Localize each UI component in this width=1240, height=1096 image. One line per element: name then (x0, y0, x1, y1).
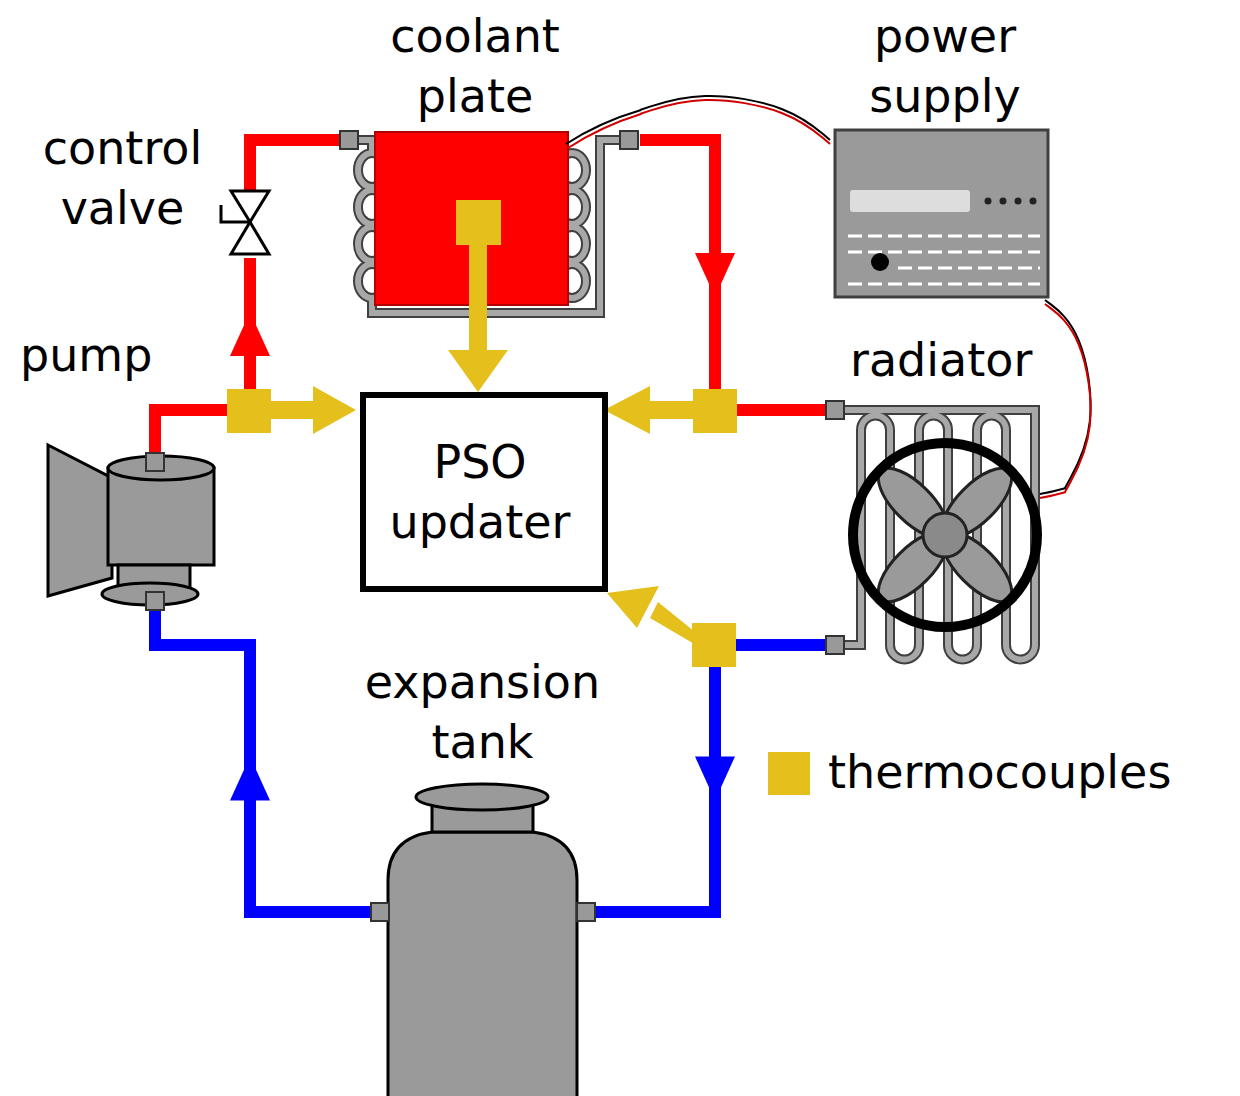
radiator: radiator (835, 330, 1065, 650)
tank-drawing (352, 784, 613, 1096)
pump-drawing (108, 468, 214, 565)
power-supply-drawing (850, 190, 970, 212)
thermocouple-signal (604, 386, 650, 434)
tank-drawing (388, 832, 577, 1096)
node-label: radiator (850, 330, 1060, 390)
power-wire-stub (1040, 488, 1066, 498)
pipe-line (612, 645, 835, 912)
pipe-connector (620, 131, 638, 149)
thermocouple-signal (607, 586, 659, 628)
flow-arrowhead (230, 312, 270, 356)
wire-line (640, 100, 830, 144)
thermocouple-signal (650, 602, 708, 652)
thermocouple-stem (469, 243, 487, 321)
coolant-pipe (612, 645, 835, 912)
power-wire-stub (568, 114, 641, 148)
signal-arrowhead (448, 350, 508, 392)
node-label: coolant plate (355, 6, 595, 126)
power-supply: power supply (830, 2, 1062, 302)
power-wire (640, 96, 830, 144)
coolant-pipe (640, 140, 835, 410)
fan (923, 513, 967, 557)
valve-symbol (231, 191, 269, 222)
thermocouple-signal (313, 386, 356, 434)
valve-symbol (221, 205, 250, 222)
power-supply-drawing (898, 267, 1040, 270)
tank-drawing (352, 906, 372, 918)
coolant-plate: coolant plate (355, 2, 640, 320)
control-valve: control valve (20, 118, 275, 258)
power-wire (1045, 300, 1091, 492)
fan (853, 443, 1037, 627)
thermocouple-signal (227, 386, 737, 667)
power-wire-stub (566, 110, 641, 144)
thermocouple-signal (648, 401, 694, 419)
pipe-connector (146, 453, 164, 471)
pipe-connector (146, 592, 164, 610)
pump-drawing (48, 410, 222, 612)
pump: pump (15, 325, 220, 610)
fan (853, 443, 1037, 627)
signal-line (469, 320, 487, 352)
pipe-line (640, 140, 835, 410)
flow-arrowhead (695, 253, 735, 297)
power-supply-drawing (1000, 198, 1007, 205)
node-label: power supply (830, 6, 1060, 126)
signal-arrow (448, 320, 508, 392)
power-supply-drawing (1030, 198, 1037, 205)
pipe-connector (371, 903, 389, 921)
node-label: control valve (20, 118, 225, 238)
power-supply-drawing (848, 251, 1040, 254)
pipe-connector (826, 401, 844, 419)
coolant-plate-drawing (340, 110, 641, 321)
valve-symbol (221, 140, 277, 254)
power-supply-drawing (848, 283, 1040, 286)
pipe-connector (577, 903, 595, 921)
power-supply-drawing (871, 253, 889, 271)
pipe-connector (340, 131, 358, 149)
legend-swatch (768, 752, 810, 795)
power-supply-drawing (848, 236, 1040, 284)
valve-symbol (231, 222, 269, 254)
thermocouple-signal (227, 389, 271, 433)
wire-line (1045, 304, 1091, 492)
thermocouple-signal (693, 389, 737, 433)
node-label: PSO updater (366, 432, 594, 552)
node-label: pump (20, 325, 210, 385)
power-supply-drawing (835, 130, 1048, 297)
node-label: expansion tank (355, 652, 610, 772)
power-supply-drawing (985, 198, 992, 205)
pipe-line (155, 610, 355, 912)
legend-label: thermocouples (828, 742, 1171, 802)
power-supply-drawing (835, 130, 1048, 297)
pump-drawing (155, 410, 222, 462)
tank-drawing (416, 784, 548, 810)
flow-arrowhead (230, 757, 270, 801)
thermocouple-signal (270, 401, 315, 419)
expansion-tank: expansion tank (355, 652, 612, 1096)
power-wire-stub (566, 110, 641, 148)
coolant-pipe (155, 610, 355, 912)
thermocouple (456, 200, 501, 245)
pump-drawing (48, 445, 112, 596)
flow-arrowhead (695, 757, 735, 801)
wire-line (1045, 300, 1091, 488)
valve-symbol (250, 140, 277, 194)
power-supply-drawing (1015, 198, 1022, 205)
process-box: PSO updater (360, 392, 608, 592)
power-supply-drawing (848, 235, 1040, 238)
coolant-pipe (220, 258, 270, 410)
power-wire-stub (1040, 492, 1066, 498)
pipe-connector (826, 636, 844, 654)
radiator-drawing (826, 401, 1066, 660)
